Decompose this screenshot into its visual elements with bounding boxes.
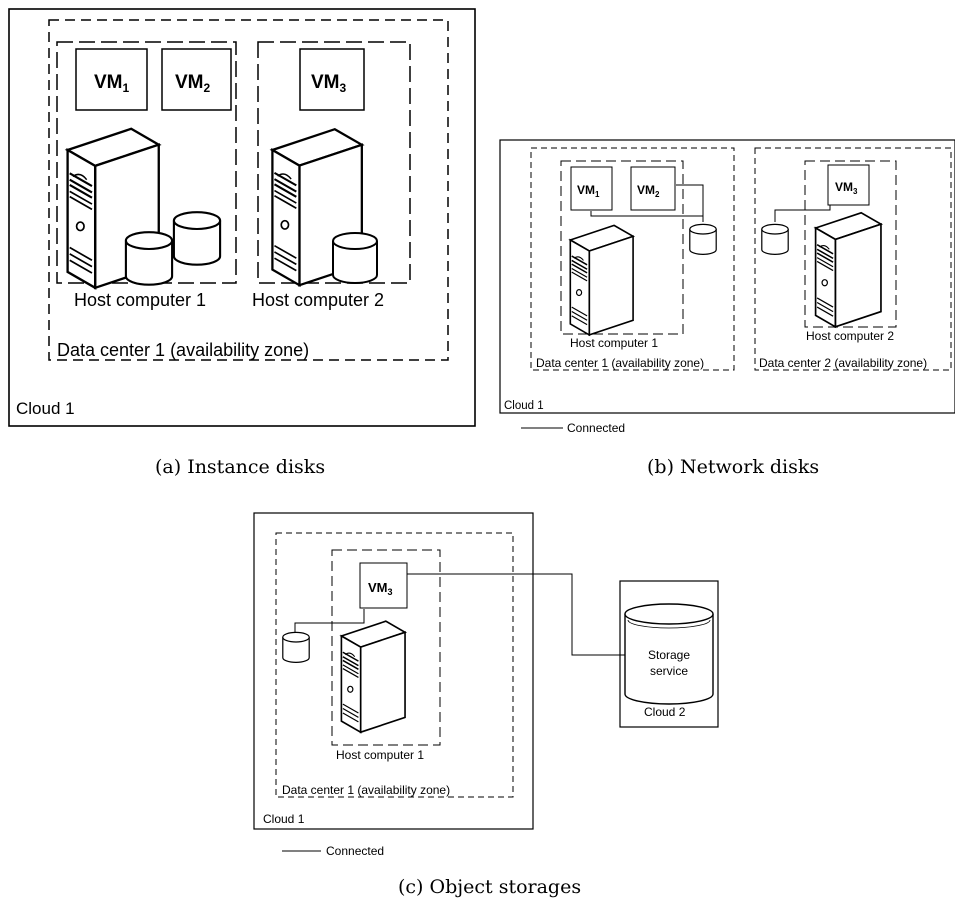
cloud-1-label: Cloud 1 [504, 400, 544, 412]
server-1-icon [569, 224, 634, 336]
connection-line [407, 573, 625, 656]
storage-service-icon [624, 603, 714, 705]
instance-disk-icon [332, 232, 378, 284]
panel-a: VM1 VM2 VM3 Host computer 1 Host compute… [8, 8, 476, 478]
host-computer-1-label: Host computer 1 [336, 748, 424, 762]
vm-1-label: VM1 [577, 183, 600, 199]
vm-3-label: VM3 [311, 72, 347, 95]
local-disk-icon [282, 631, 310, 664]
server-2-icon [814, 211, 882, 328]
connection-line [590, 211, 704, 222]
host-computer-2-box [257, 41, 411, 284]
data-center-2-label: Data center 2 (availability zone) [759, 356, 927, 370]
host-computer-1-box [560, 160, 684, 335]
caption-b: (b) Network disks [647, 456, 819, 478]
host-computer-1-label: Host computer 1 [74, 290, 206, 310]
host-computer-2-label: Host computer 2 [806, 329, 894, 343]
vm-3-box [359, 562, 408, 609]
vm-3-label: VM3 [368, 580, 393, 597]
panel-c: VM3 Storage service Cloud 2 Host compute… [253, 512, 719, 898]
vm-3-box [827, 164, 870, 206]
vm-2-box [161, 48, 232, 111]
server-icon [340, 620, 406, 734]
caption-a: (a) Instance disks [155, 456, 325, 478]
panel-b: VM1 VM2 VM3 Host computer 1 Host compute… [499, 139, 955, 478]
data-center-1-box [275, 532, 514, 798]
host-computer-2-box [804, 160, 897, 328]
cloud-1-box [8, 8, 476, 427]
host-computer-1-label: Host computer 1 [570, 336, 658, 350]
vm-1-box [75, 48, 148, 111]
vm-2-label: VM2 [175, 72, 211, 95]
vm-1-box [570, 166, 613, 211]
legend-connected: Connected [567, 421, 625, 435]
vm-1-label: VM1 [94, 72, 130, 95]
storage-service-label: service [650, 664, 688, 678]
vm-2-label: VM2 [637, 183, 660, 199]
vm-3-box [299, 48, 365, 111]
data-center-1-label: Data center 1 (availability zone) [282, 783, 450, 797]
instance-disk-icon [172, 211, 222, 266]
host-computer-1-box [331, 549, 441, 746]
network-disk-icon [761, 223, 789, 255]
connection-line [294, 609, 365, 632]
storage-service-label: Storage [648, 648, 690, 662]
cloud-1-label: Cloud 1 [263, 812, 305, 826]
connection-line [676, 184, 704, 222]
data-center-2-box [754, 147, 952, 371]
caption-c: (c) Object storages [398, 876, 581, 898]
connection-line [774, 205, 831, 222]
vm-2-box [630, 166, 676, 211]
cloud-1-box [499, 139, 955, 414]
data-center-1-box [48, 19, 449, 361]
cloud-2-label: Cloud 2 [644, 705, 686, 719]
data-center-1-label: Data center 1 (availability zone) [536, 356, 704, 370]
network-disk-icon [689, 223, 717, 255]
vm-3-label: VM3 [835, 180, 858, 196]
cloud-1-label: Cloud 1 [16, 399, 75, 418]
cloud-2-box [619, 580, 719, 728]
legend-connected: Connected [326, 844, 384, 858]
cloud-1-box [253, 512, 534, 830]
host-computer-2-label: Host computer 2 [252, 290, 384, 310]
data-center-1-box [530, 147, 735, 371]
instance-disk-icon [124, 231, 174, 286]
data-center-1-label: Data center 1 (availability zone) [57, 340, 309, 360]
